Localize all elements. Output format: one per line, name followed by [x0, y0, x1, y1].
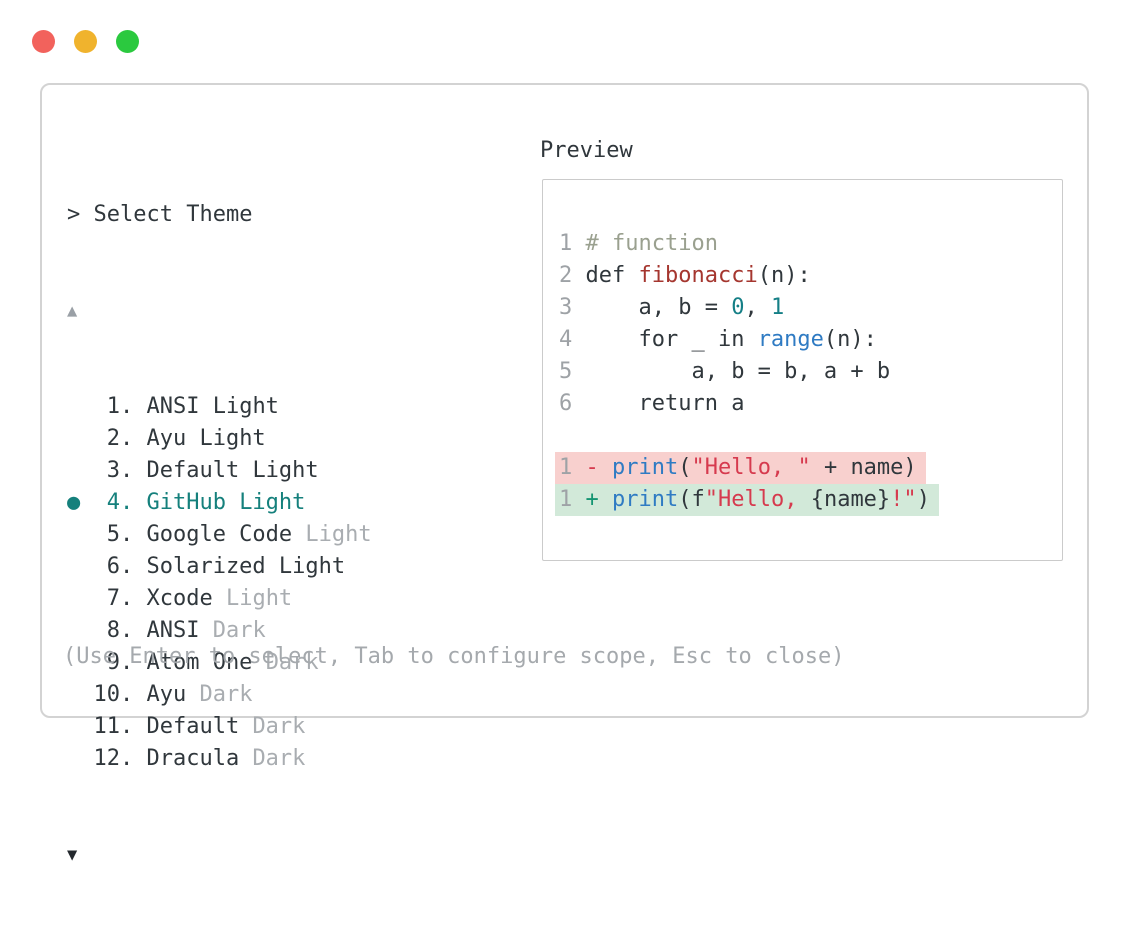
diff-line-plus: 1 + print(f"Hello, {name}!") [555, 484, 1062, 516]
theme-option-3[interactable]: 3. Default Light [67, 458, 319, 483]
theme-option-6[interactable]: 6. Solarized Light [67, 554, 346, 579]
scroll-up-icon[interactable]: ▲ [67, 301, 78, 321]
theme-list: 1. ANSI Light 2. Ayu Light 3. Default Li… [67, 391, 372, 775]
code-line: 5 a, b = b, a + b [559, 359, 891, 384]
code-line: 2 def fibonacci(n): [559, 263, 811, 288]
code-line [559, 420, 1062, 452]
theme-option-7[interactable]: 7. Xcode Light [67, 586, 293, 611]
theme-variant-label: Light [225, 586, 293, 611]
preview-panel: 1 # function 2 def fibonacci(n): 3 a, b = … [542, 179, 1063, 561]
theme-variant-label: Light [199, 426, 266, 451]
theme-variant-label: Light [278, 554, 346, 579]
scroll-down-icon[interactable]: ▼ [67, 845, 78, 865]
code-line: 1 # function [559, 231, 718, 256]
code-line: 4 for _ in range(n): [559, 327, 877, 352]
picker-header: > Select Theme [67, 199, 372, 231]
theme-variant-label: Light [252, 458, 319, 483]
theme-option-9[interactable]: 9. Atom One Dark [67, 650, 319, 675]
theme-option-2[interactable]: 2. Ayu Light [67, 426, 266, 451]
theme-option-11[interactable]: 11. Default Dark [67, 714, 306, 739]
theme-option-4[interactable]: ● 4. GitHub Light [67, 490, 306, 515]
zoom-button[interactable] [116, 30, 139, 53]
code-line: 3 a, b = 0, 1 [559, 295, 785, 320]
theme-variant-label: Dark [265, 650, 319, 675]
theme-variant-label: Light [212, 394, 279, 419]
code-preview: 1 # function 2 def fibonacci(n): 3 a, b = … [543, 180, 1062, 516]
theme-option-8[interactable]: 8. ANSI Dark [67, 618, 266, 643]
preview-title: Preview [540, 138, 633, 163]
theme-variant-label: Light [305, 522, 372, 547]
theme-picker-window: > Select Theme ▲ 1. ANSI Light 2. Ayu Li… [40, 83, 1089, 865]
minimize-button[interactable] [74, 30, 97, 53]
theme-variant-label: Light [239, 490, 306, 515]
picker-prompt: > [67, 202, 94, 227]
code-line: 6 return a [559, 391, 745, 416]
theme-option-1[interactable]: 1. ANSI Light [67, 394, 279, 419]
hint-text: (Use Enter to select, Tab to configure s… [63, 644, 845, 669]
theme-option-12[interactable]: 12. Dracula Dark [67, 746, 306, 771]
theme-option-10[interactable]: 10. Ayu Dark [67, 682, 253, 707]
diff-line-minus: 1 - print("Hello, " + name) [555, 452, 1062, 484]
close-button[interactable] [32, 30, 55, 53]
theme-variant-label: Dark [252, 714, 306, 739]
theme-variant-label: Dark [199, 682, 253, 707]
window-controls [32, 30, 139, 53]
theme-picker-column: > Select Theme ▲ 1. ANSI Light 2. Ayu Li… [67, 135, 372, 935]
theme-variant-label: Dark [252, 746, 306, 771]
picker-title: Select Theme [93, 202, 253, 227]
theme-variant-label: Dark [212, 618, 266, 643]
theme-option-5[interactable]: 5. Google Code Light [67, 522, 372, 547]
